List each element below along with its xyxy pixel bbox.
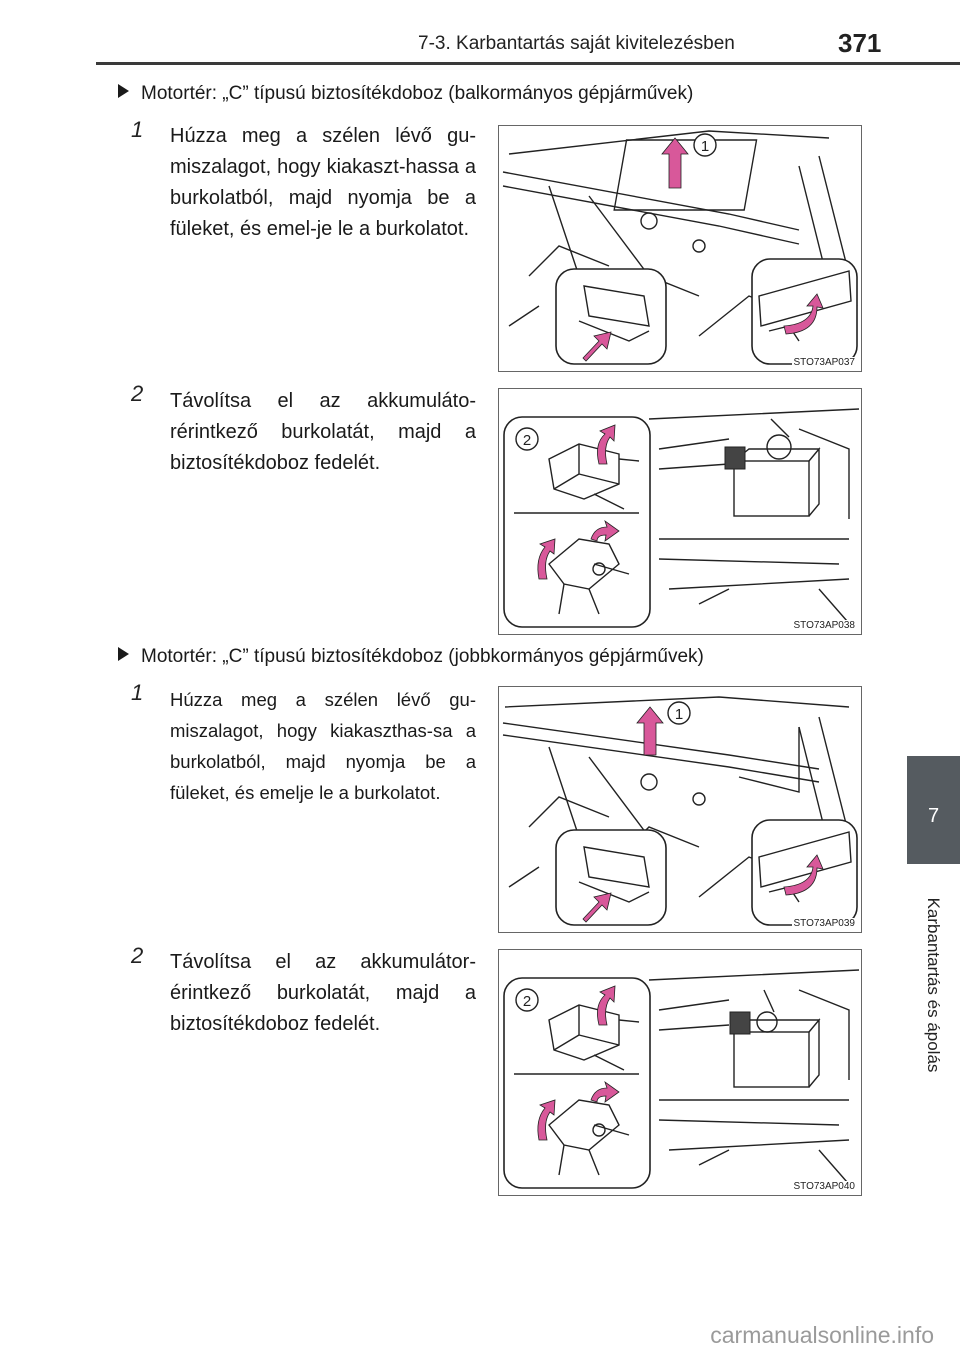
- figure-code: STO73AP038: [792, 620, 856, 631]
- section-heading-lhd: Motortér: „C” típusú biztosítékdoboz (ba…: [118, 83, 693, 105]
- figure-illustration: 2: [503, 408, 860, 630]
- figure-cover-removal-lhd: 1 STO73AP037: [498, 125, 862, 372]
- figure-illustration: 1: [502, 130, 858, 365]
- figure-illustration: 2: [503, 969, 860, 1191]
- step-text: Távolítsa el az akkumuláto-rérintkező bu…: [170, 390, 476, 474]
- step-number: 1: [131, 680, 144, 705]
- section-heading-text: Motortér: „C” típusú biztosítékdoboz (ba…: [141, 83, 694, 104]
- step-text: Húzza meg a szélen lévő gu-miszalagot, h…: [170, 689, 476, 803]
- figure-code: STO73AP039: [792, 918, 856, 929]
- chapter-label: Karbantartás és ápolás: [924, 897, 943, 1073]
- figure-callout: 1: [675, 706, 683, 723]
- figure-code: STO73AP037: [792, 357, 856, 368]
- section-heading-rhd: Motortér: „C” típusú biztosítékdoboz (jo…: [118, 646, 704, 668]
- figure-fuse-box-lid-rhd: 2 STO73AP040: [498, 949, 862, 1196]
- chapter-number: 7: [927, 805, 940, 827]
- watermark: carmanualsonline.info: [710, 1322, 934, 1348]
- step-number: 1: [131, 117, 144, 142]
- page-number: 371: [838, 28, 882, 58]
- figure-illustration: 1: [502, 696, 858, 926]
- step-text: Távolítsa el az akkumulátor-érintkező bu…: [170, 951, 476, 1035]
- bullet-triangle-icon: [118, 647, 129, 661]
- figure-callout: 2: [523, 993, 531, 1010]
- section-title: 7-3. Karbantartás saját kivitelezésben: [418, 33, 735, 54]
- figure-callout: 2: [523, 432, 531, 449]
- chapter-label-container: Karbantartás és ápolás: [888, 877, 960, 1092]
- step-text: Húzza meg a szélen lévő gu-miszalagot, h…: [170, 125, 476, 240]
- chapter-tab[interactable]: 7: [907, 756, 960, 864]
- step-number: 2: [131, 943, 144, 968]
- figure-code: STO73AP040: [792, 1181, 856, 1192]
- figure-cover-removal-rhd: 1 STO73AP039: [498, 686, 862, 933]
- bullet-triangle-icon: [118, 84, 129, 98]
- section-heading-text: Motortér: „C” típusú biztosítékdoboz (jo…: [141, 646, 704, 667]
- figure-fuse-box-lid-lhd: 2 STO73AP038: [498, 388, 862, 635]
- figure-callout: 1: [701, 138, 709, 155]
- header-divider: [96, 62, 960, 65]
- step-number: 2: [131, 381, 144, 406]
